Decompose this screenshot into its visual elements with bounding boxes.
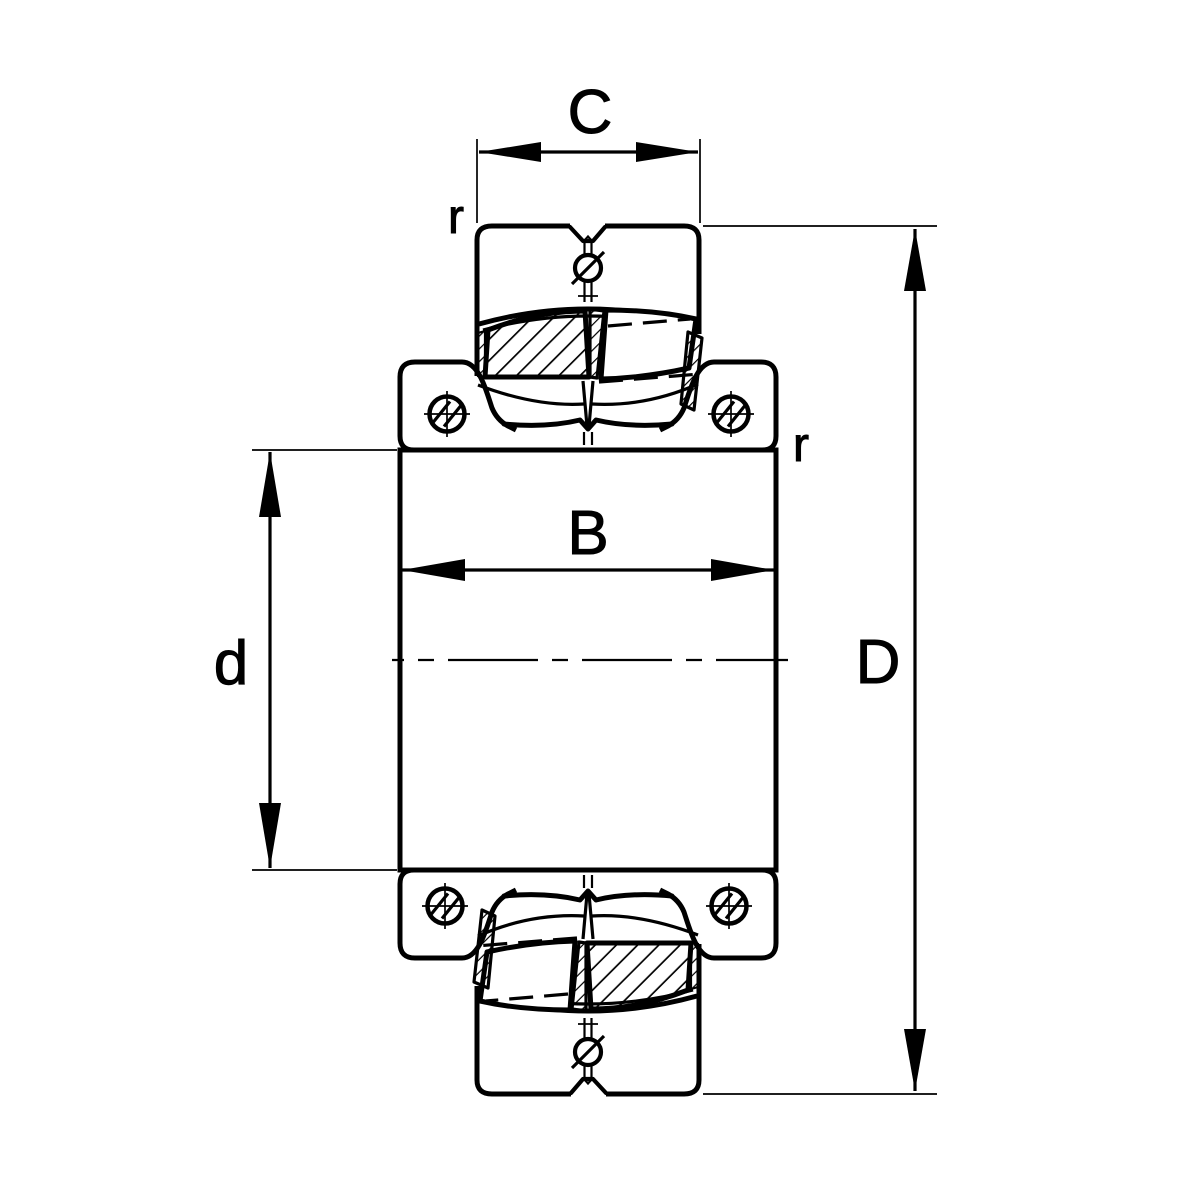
- arrowhead-up: [259, 452, 281, 517]
- dimension-B: B: [402, 499, 774, 581]
- dimension-label-r-side: r: [793, 419, 809, 472]
- dimension-d: d: [213, 449, 397, 871]
- dimension-C: C: [476, 78, 701, 223]
- dimensions: C B d D r r: [213, 78, 937, 1095]
- arrowhead-right: [711, 559, 774, 581]
- dimension-label-C: C: [568, 78, 613, 147]
- top-bearing-assembly: [400, 226, 776, 450]
- dimension-label-B: B: [567, 499, 608, 568]
- arrowhead-right: [636, 142, 698, 162]
- bearing-geometry: [392, 226, 788, 1094]
- arrowhead-up: [904, 229, 926, 291]
- arrowhead-left: [402, 559, 465, 581]
- bottom-bearing-assembly: [400, 870, 776, 1094]
- arrowhead-down: [259, 803, 281, 868]
- arrowhead-left: [479, 142, 541, 162]
- dimension-D: D: [703, 225, 937, 1095]
- dimension-label-r-top: r: [448, 191, 464, 244]
- arrowhead-down: [904, 1029, 926, 1091]
- dimension-label-d: d: [214, 629, 248, 698]
- dimension-label-D: D: [856, 628, 901, 697]
